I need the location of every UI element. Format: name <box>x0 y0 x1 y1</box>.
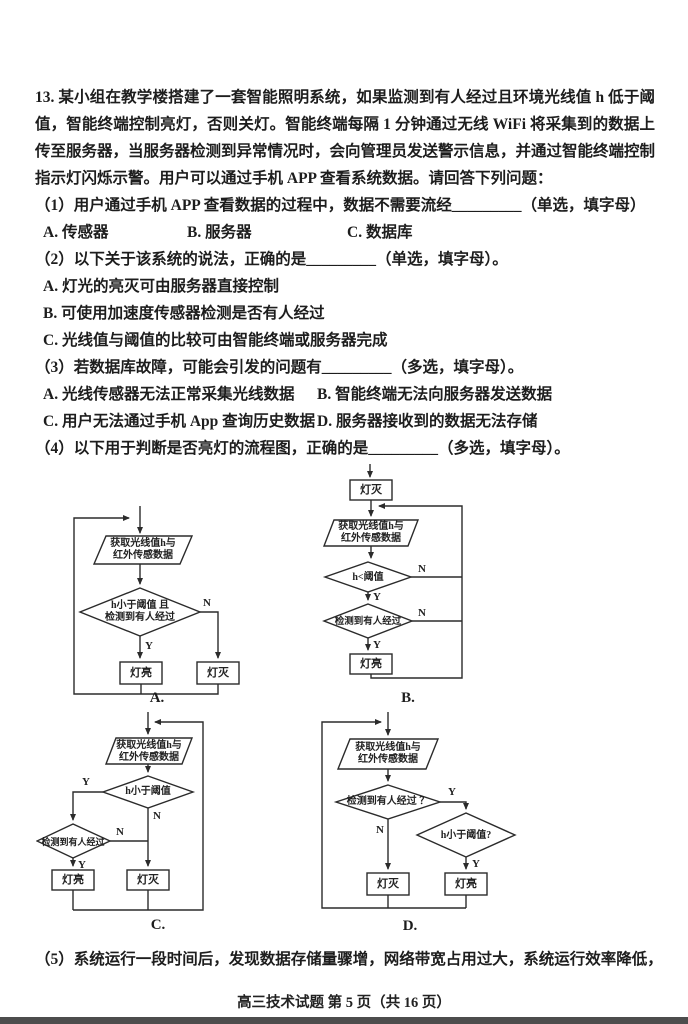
lamp-on-label: 灯亮 <box>360 658 382 670</box>
yes-label: Y <box>145 640 153 652</box>
decision1-diamond <box>100 775 196 809</box>
decision1-label: h小于阈值 <box>125 786 171 797</box>
lamp-off-box <box>196 661 240 685</box>
decision1-label: 检测到有人经过 ？ <box>346 796 430 807</box>
input-label: 获取光线值h与 红外传感数据 <box>110 538 176 561</box>
sub3-prompt: （3）若数据库故障，可能会引发的问题有_________（多选，填字母）。 <box>35 359 524 376</box>
yes-label: Y <box>82 776 90 788</box>
flowchart-a-letter: A. <box>149 690 165 706</box>
input-parallelogram <box>104 737 194 765</box>
decision2-label: h小于阈值? <box>440 830 492 841</box>
flowchart-area: 获取光线值h与 红外传感数据 h小于阈值 且 检测到有人经过 Y N 灯亮 灯灭… <box>35 462 655 946</box>
no-label: N <box>418 607 426 619</box>
flowchart-d-letter: D. <box>402 918 418 934</box>
lamp-on-label: 灯亮 <box>130 667 152 679</box>
no-label: N <box>203 597 211 609</box>
flowchart-b-letter: B. <box>401 690 415 706</box>
flowchart-d-diagram <box>321 712 517 909</box>
decision-diamond <box>78 587 202 637</box>
decision1-diamond <box>322 561 414 593</box>
option-a: A. 光线传感器无法正常采集光线数据 <box>43 386 295 403</box>
decision2-diamond <box>415 812 517 858</box>
yes-label: Y <box>373 639 381 651</box>
page-footer: 高三技术试题 第 5 页（共 16 页） <box>237 995 451 1011</box>
no-label: N <box>153 810 161 822</box>
sub2-option-a: A. 灯光的亮灭可由服务器直接控制 <box>43 278 279 295</box>
decision2-label: 检测到有人经过 <box>41 837 105 847</box>
sub2-option-c: C. 光线值与阈值的比较可由智能终端或服务器完成 <box>43 332 388 349</box>
flowchart-c-diagram <box>36 712 204 911</box>
lamp-on-box <box>119 661 163 685</box>
lamp-on-label: 灯亮 <box>455 878 477 890</box>
option-b: B. 服务器 <box>187 224 252 241</box>
input-label: 获取光线值h与 红外传感数据 <box>338 521 404 544</box>
question-stem: 13. 某小组在教学楼搭建了一套智能照明系统，如果监测到有人经过且环境光线值 h… <box>35 89 656 187</box>
lamp-off-label: 灯灭 <box>207 667 229 679</box>
yes-label: Y <box>78 859 86 871</box>
flowchart-c: 获取光线值h与 红外传感数据 h小于阈值 Y N 检测到有人经过 Y N 灯亮 … <box>36 712 211 937</box>
input-label: 获取光线值h与 红外传感数据 <box>355 742 421 765</box>
lamp-off-label: 灯灭 <box>360 484 382 496</box>
flowchart-a-diagram <box>73 506 240 695</box>
flowchart-b-diagram <box>322 464 463 679</box>
lamp-off-box <box>349 479 393 501</box>
lamp-on-box <box>349 653 393 675</box>
decision-label: h小于阈值 且 检测到有人经过 <box>105 600 175 623</box>
flowchart-b: 灯灭 获取光线值h与 红外传感数据 h<阈值 N Y 检测到有人经过 N Y 灯… <box>318 462 473 707</box>
decision1-diamond <box>333 784 443 820</box>
sub4-prompt: （4）以下用于判断是否亮灯的流程图，正确的是_________（多选，填字母）。 <box>35 440 570 457</box>
input-parallelogram <box>92 535 194 565</box>
input-label: 获取光线值h与 红外传感数据 <box>116 740 182 763</box>
yes-label: Y <box>448 786 456 798</box>
no-label: N <box>376 824 384 836</box>
decision2-diamond <box>322 603 414 639</box>
lamp-on-box <box>444 872 488 896</box>
lamp-on-label: 灯亮 <box>62 874 84 886</box>
no-label: N <box>418 563 426 575</box>
no-label: N <box>116 826 124 838</box>
yes-label: Y <box>373 591 381 603</box>
decision1-label: h<阈值 <box>352 572 384 583</box>
lamp-off-label: 灯灭 <box>377 878 399 890</box>
sub1-options: A. 传感器 B. 服务器 C. 数据库 <box>35 219 655 246</box>
lamp-off-box <box>126 869 170 891</box>
option-c: C. 用户无法通过手机 App 查询历史数据 <box>43 413 316 430</box>
decision2-label: 检测到有人经过 <box>334 617 402 627</box>
sub2-option-b: B. 可使用加速度传感器检测是否有人经过 <box>43 305 325 322</box>
lamp-off-box <box>366 872 410 896</box>
sub3-options-row1: A. 光线传感器无法正常采集光线数据 B. 智能终端无法向服务器发送数据 <box>35 381 655 408</box>
sub2-prompt: （2）以下关于该系统的说法，正确的是_________（单选，填字母）。 <box>35 251 508 268</box>
scan-edge-strip <box>0 1017 688 1024</box>
input-parallelogram <box>322 519 420 547</box>
option-c: C. 数据库 <box>347 224 413 241</box>
flowchart-d: 获取光线值h与 红外传感数据 检测到有人经过 ？ Y N h小于阈值? Y 灯灭… <box>318 712 518 937</box>
lamp-on-box <box>51 869 95 891</box>
lamp-off-label: 灯灭 <box>137 874 159 886</box>
sub1-prompt: （1）用户通过手机 APP 查看数据的过程中，数据不需要流经_________（… <box>35 197 646 214</box>
input-parallelogram <box>336 738 440 770</box>
option-a: A. 传感器 <box>43 224 109 241</box>
yes-label: Y <box>472 858 480 870</box>
page-content: 13. 某小组在教学楼搭建了一套智能照明系统，如果监测到有人经过且环境光线值 h… <box>35 84 663 973</box>
flowchart-c-letter: C. <box>150 917 166 933</box>
option-b: B. 智能终端无法向服务器发送数据 <box>317 386 553 403</box>
flowchart-a: 获取光线值h与 红外传感数据 h小于阈值 且 检测到有人经过 Y N 灯亮 灯灭… <box>60 502 310 707</box>
decision2-diamond <box>36 823 112 859</box>
option-d: D. 服务器接收到的数据无法存储 <box>317 413 538 430</box>
sub5-prompt: （5）系统运行一段时间后，发现数据存储量骤增，网络带宽占用过大，系统运行效率降低… <box>35 951 663 968</box>
sub3-options-row2: C. 用户无法通过手机 App 查询历史数据 D. 服务器接收到的数据无法存储 <box>35 408 655 435</box>
